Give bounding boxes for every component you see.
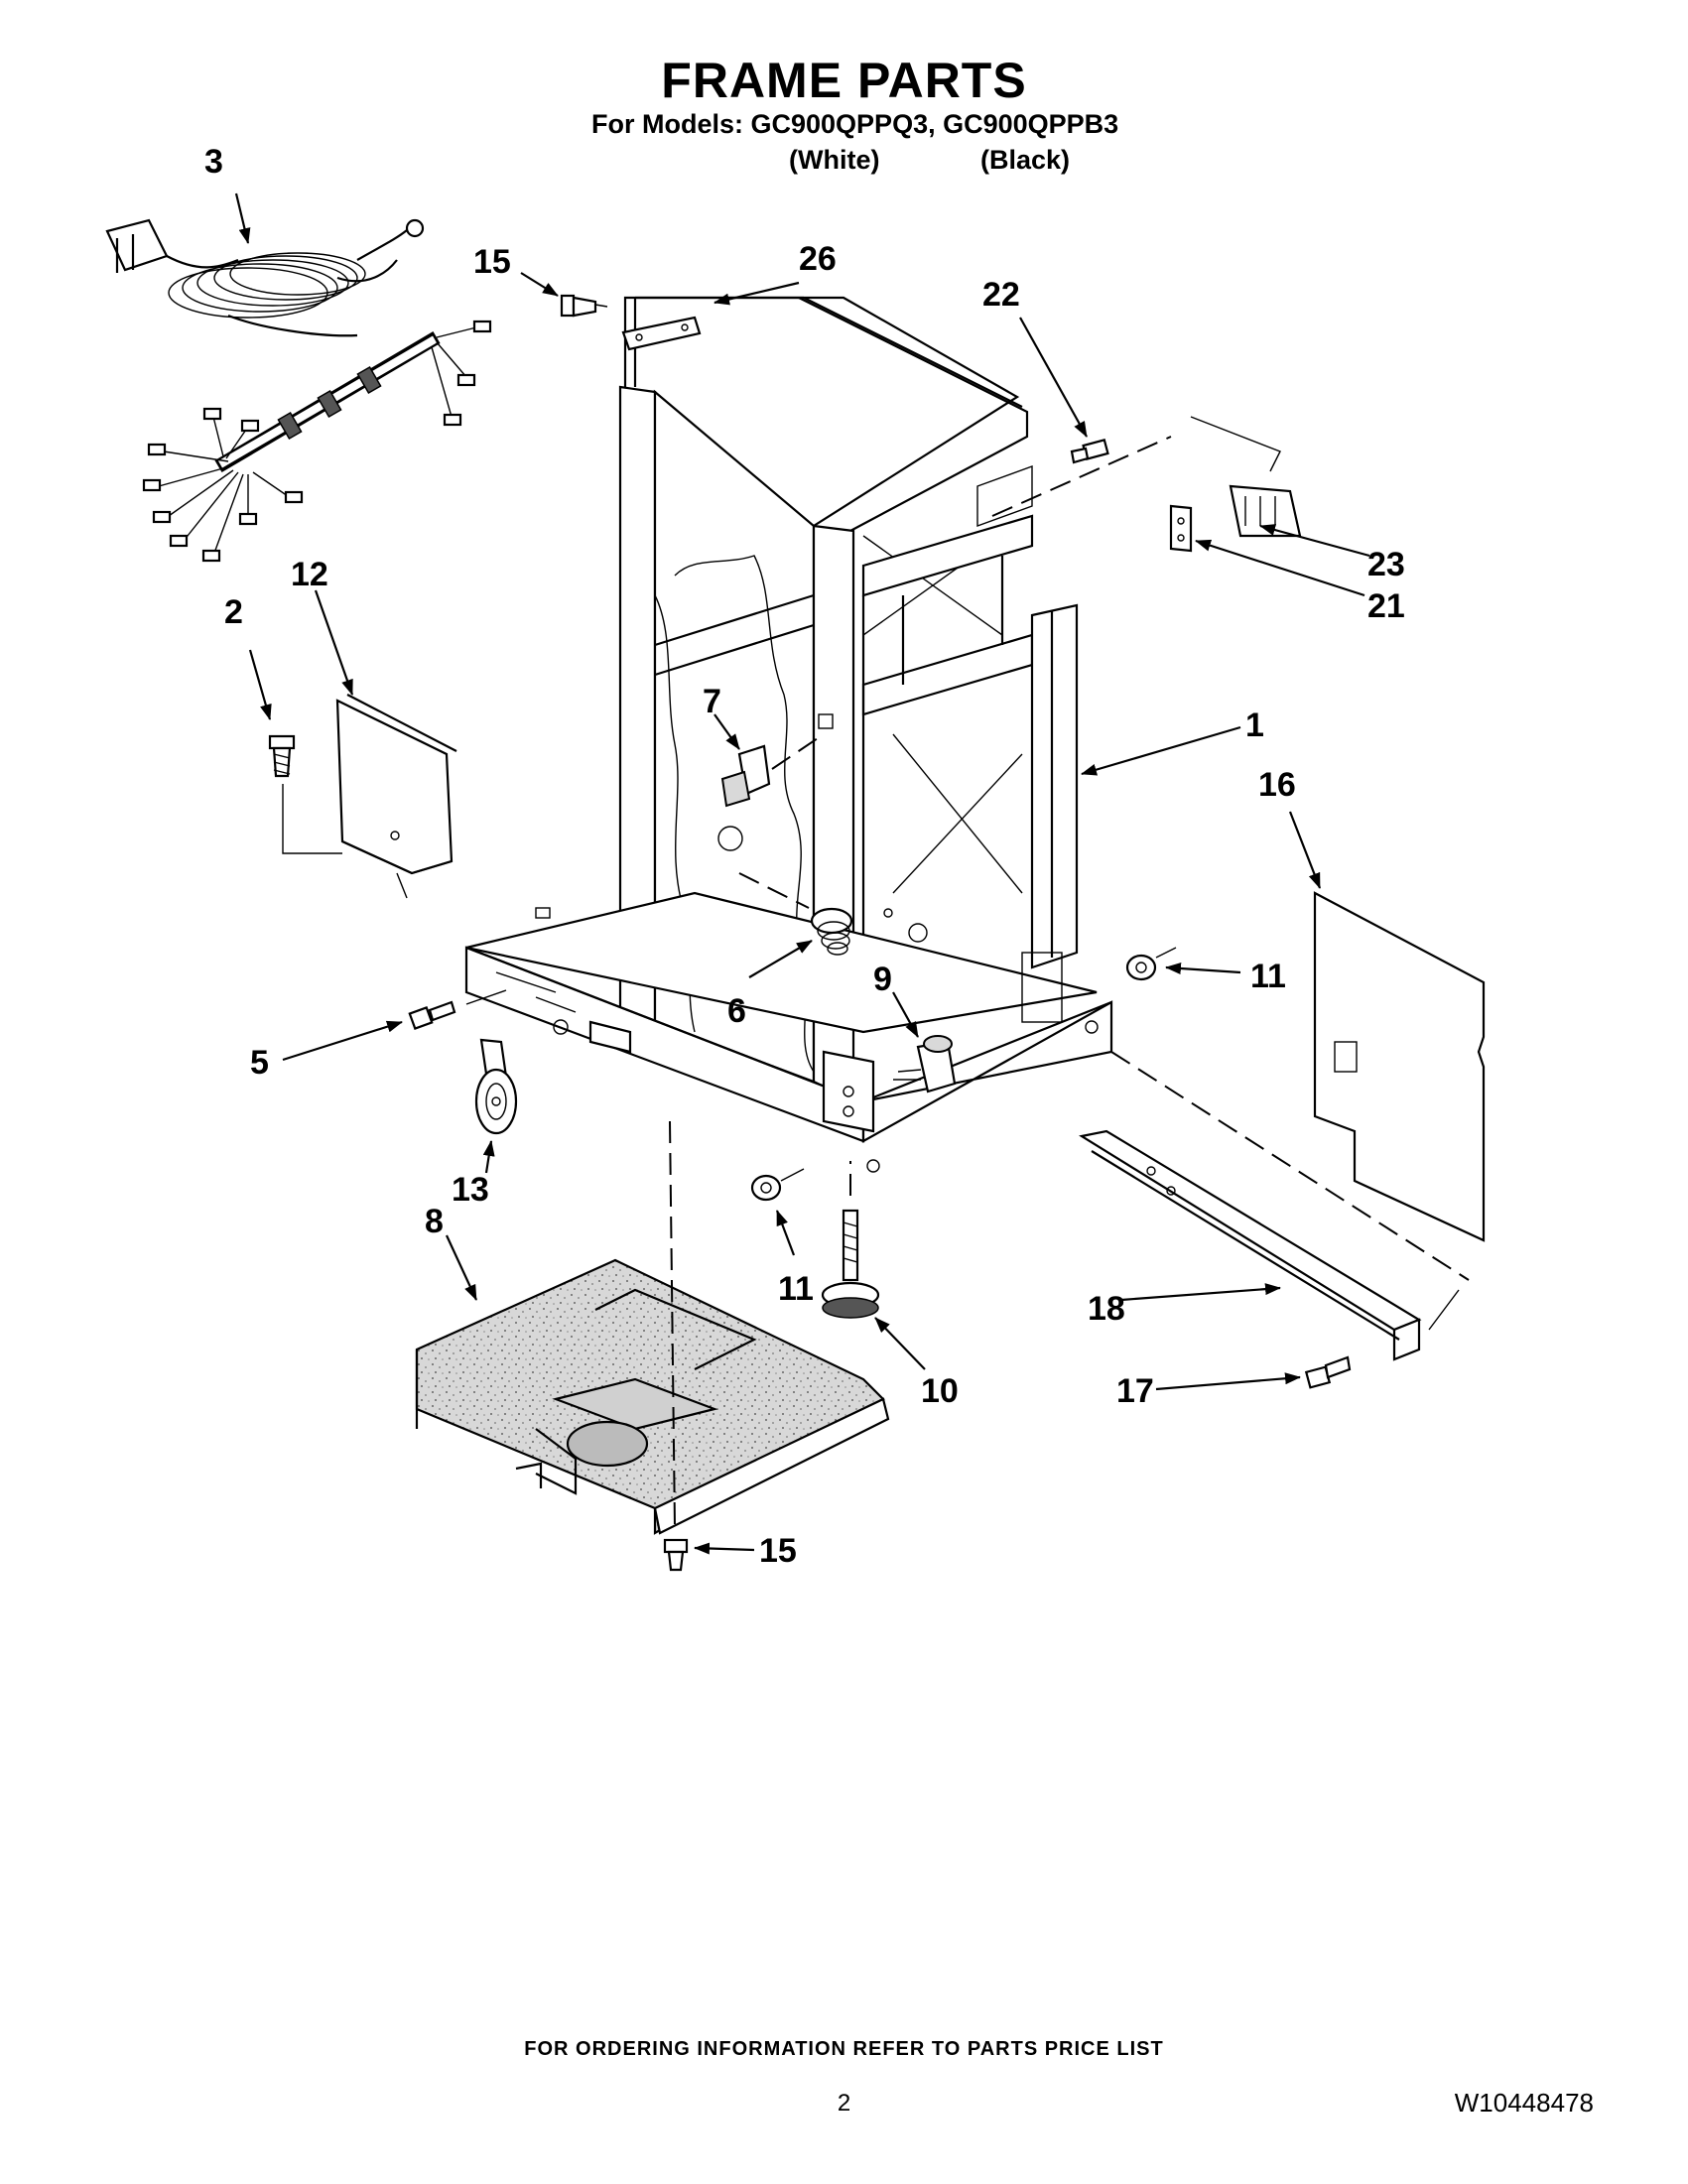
callout-1: 1 — [1245, 707, 1264, 744]
grommet-part-6 — [810, 907, 853, 956]
connector-part-9 — [893, 1035, 957, 1093]
models-line: For Models: GC900QPPQ3, GC900QPPB3 — [591, 109, 1119, 139]
callout-10: 10 — [921, 1372, 959, 1410]
nut-part-11-right — [1125, 954, 1157, 981]
callout-26: 26 — [799, 240, 837, 278]
screw-part-5 — [408, 1000, 456, 1031]
nut-part-11-bottom — [750, 1174, 782, 1202]
clip-part-7 — [720, 744, 771, 808]
callout-15-top: 15 — [473, 243, 511, 281]
rail-part-18 — [1079, 1129, 1422, 1361]
base-pan-part-8 — [415, 1258, 890, 1535]
bracket-part-12 — [335, 694, 457, 899]
page-number: 2 — [837, 2090, 851, 2117]
variant-black-label: (Black) — [980, 145, 1071, 175]
bracket-part-21 — [1169, 504, 1193, 553]
callout-9: 9 — [873, 961, 892, 998]
callout-11-bottom: 11 — [778, 1270, 814, 1308]
callout-2: 2 — [224, 593, 243, 631]
callout-8: 8 — [425, 1203, 444, 1240]
callout-7: 7 — [703, 683, 721, 720]
caster-part-13 — [474, 1038, 518, 1135]
switch-part-23 — [1190, 416, 1302, 538]
top-bracket-part-26 — [621, 316, 702, 351]
callout-23: 23 — [1367, 546, 1405, 583]
callout-6: 6 — [727, 992, 746, 1030]
ordering-note: FOR ORDERING INFORMATION REFER TO PARTS … — [524, 2038, 1164, 2060]
variant-white-label: (White) — [789, 145, 880, 175]
callout-17: 17 — [1116, 1372, 1154, 1410]
callout-21: 21 — [1367, 587, 1405, 625]
callout-12: 12 — [291, 556, 328, 593]
callout-22: 22 — [982, 276, 1020, 314]
callout-11-right: 11 — [1250, 958, 1286, 995]
callout-5: 5 — [250, 1044, 269, 1082]
back-panel-part-16 — [1313, 891, 1486, 1242]
callout-16: 16 — [1258, 766, 1296, 804]
screw-part-15-bottom — [663, 1538, 689, 1572]
document-number: W10448478 — [1454, 2088, 1594, 2118]
page-title: FRAME PARTS — [661, 53, 1027, 108]
callout-15-bottom: 15 — [759, 1532, 797, 1570]
screw-part-15-top — [560, 294, 608, 318]
main-frame-part-1 — [464, 296, 1113, 1173]
screw-part-17 — [1304, 1355, 1352, 1389]
screw-part-22 — [1070, 439, 1109, 464]
callout-13: 13 — [452, 1171, 489, 1209]
leveling-leg-part-10 — [821, 1209, 880, 1319]
wire-harness-part-3 — [105, 218, 492, 563]
screw-part-2 — [268, 734, 296, 778]
callout-18: 18 — [1088, 1290, 1125, 1328]
callout-3: 3 — [204, 143, 223, 181]
